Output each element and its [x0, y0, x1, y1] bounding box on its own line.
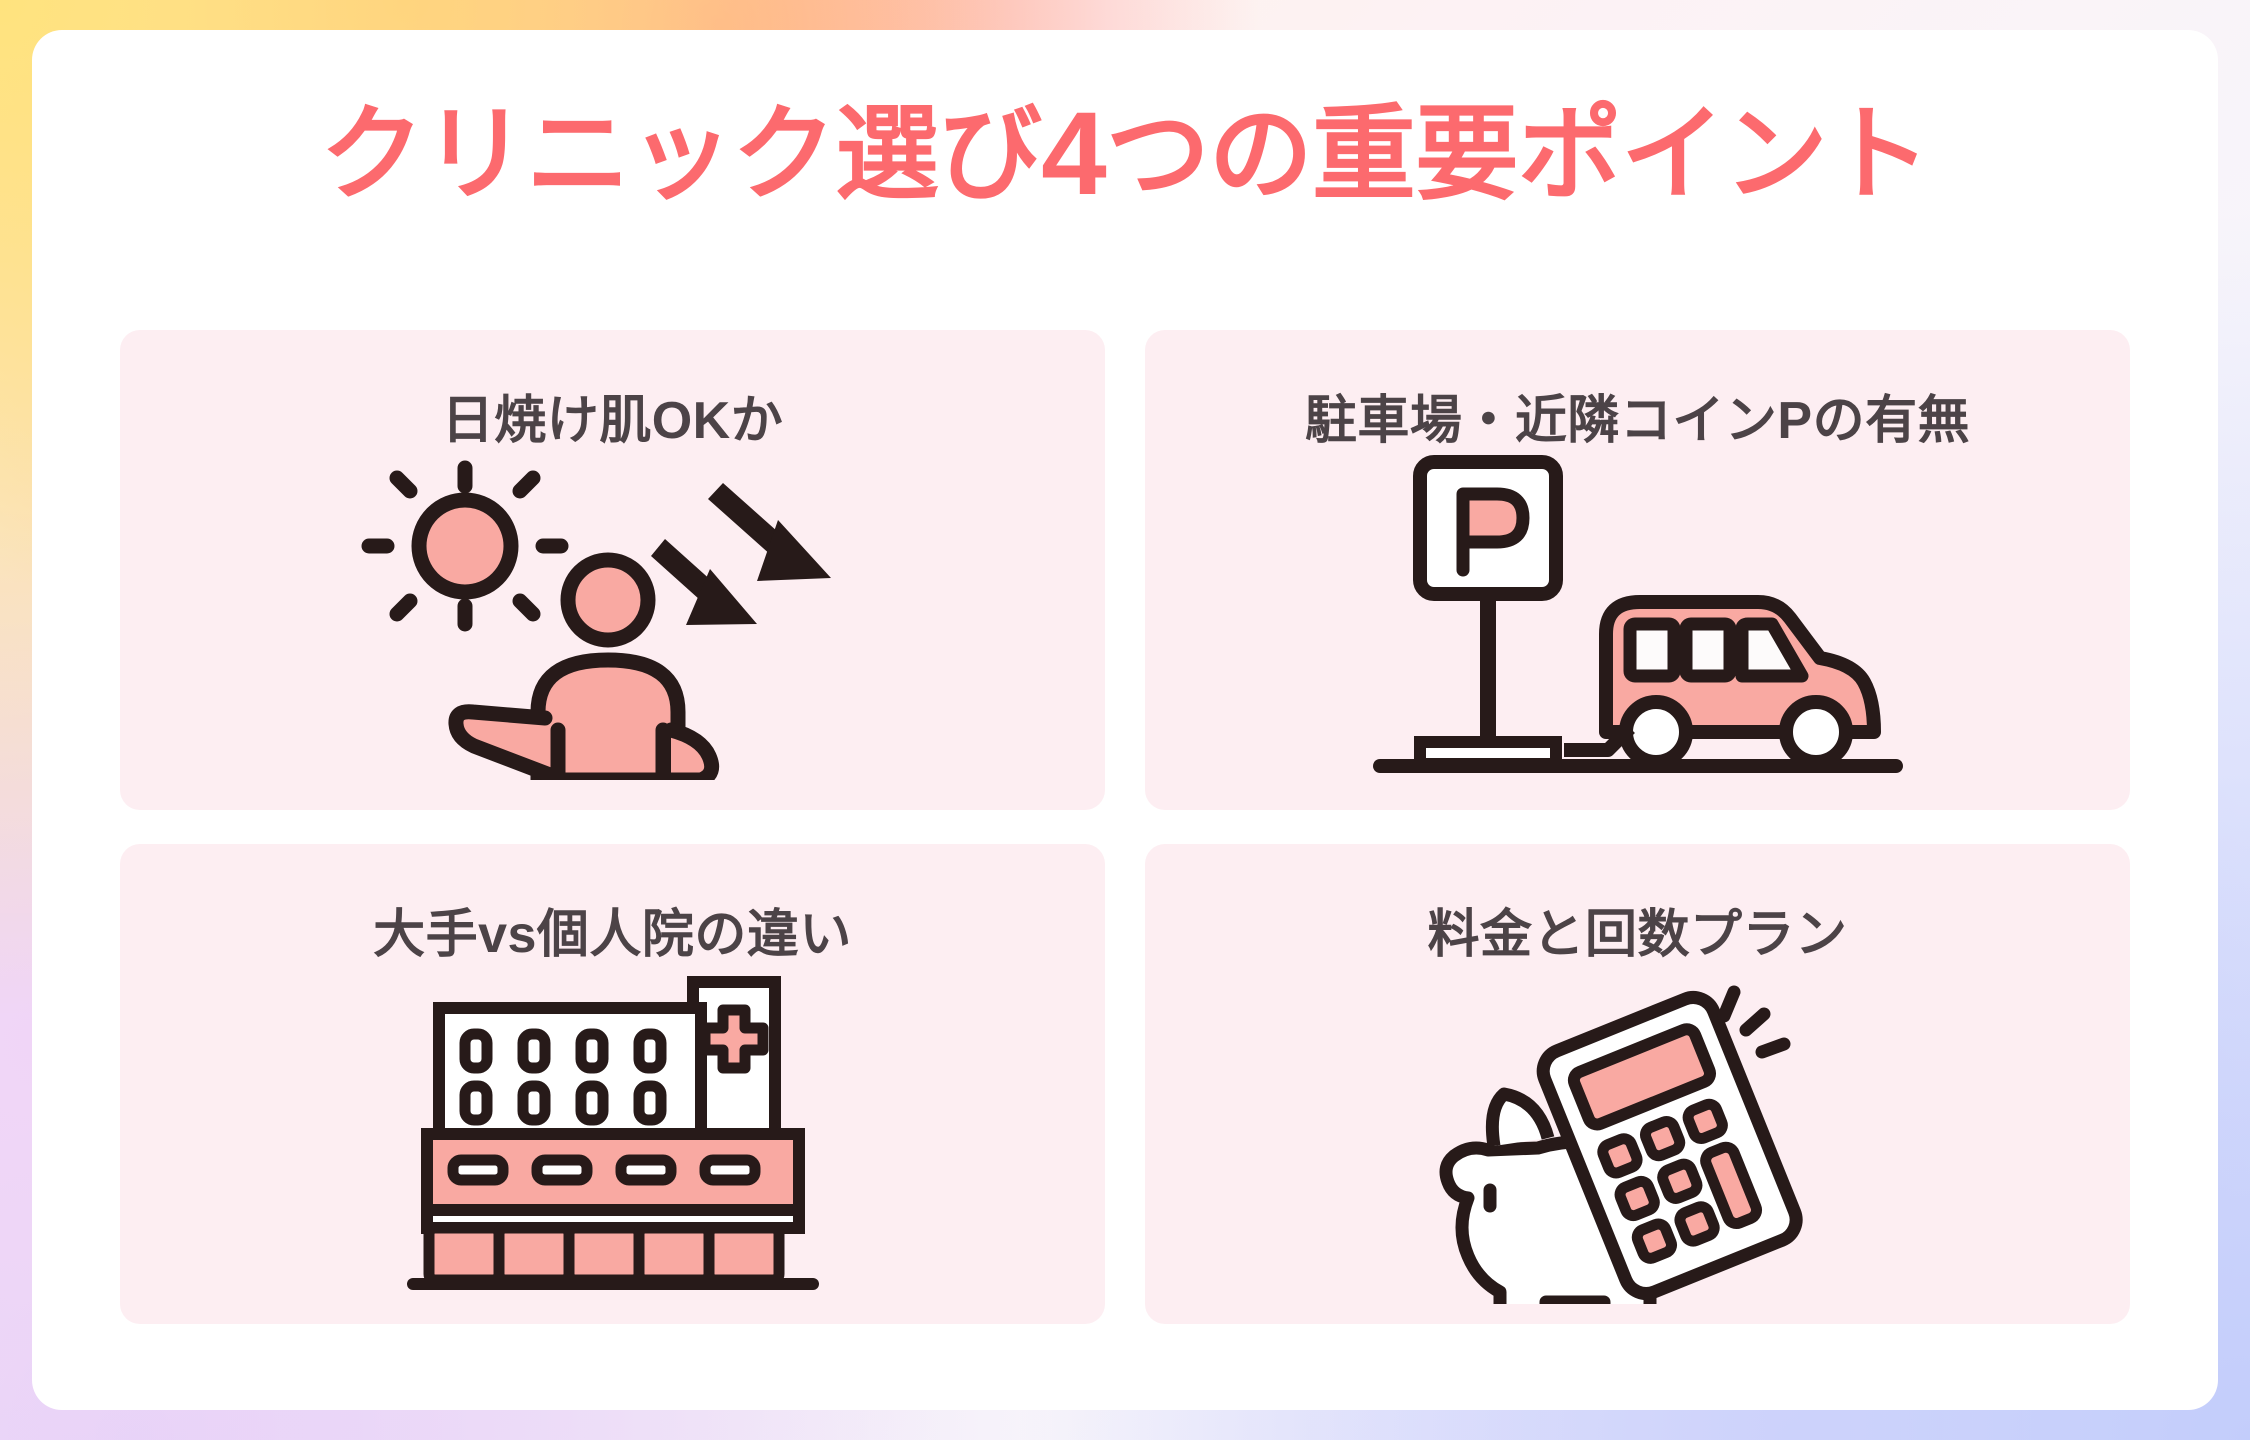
points-grid: 日焼け肌OKか: [120, 330, 2130, 1324]
calculator-icon: [1536, 990, 1803, 1300]
person-icon: [447, 552, 719, 780]
piggy-bank-and-calculator-icon: [1439, 985, 1803, 1304]
card-title-parking: 駐車場・近隣コインPの有無: [1304, 392, 1971, 450]
windows: [459, 1028, 666, 1126]
parking-sign-and-car-icon: [1372, 455, 1903, 773]
card-parking[interactable]: 駐車場・近隣コインPの有無: [1145, 330, 2130, 810]
card-clinic-type[interactable]: 大手vs個人院の違い: [120, 844, 1105, 1324]
calculator-display: [1567, 1023, 1716, 1131]
page-title-part-2: つの重要ポイント: [1105, 97, 1931, 213]
car-icon: [1563, 595, 1881, 769]
card-title-pricing: 料金と回数プラン: [1427, 906, 1848, 964]
card-title-clinic-type: 大手vs個人院の違い: [373, 906, 852, 964]
medical-cross-icon: [699, 1004, 768, 1074]
hospital-building-icon: [406, 976, 819, 1290]
card-art-pricing: [1145, 964, 2130, 1314]
page-title-number: 4: [1041, 88, 1107, 220]
card-art-sun-exposure: [120, 450, 1105, 800]
base-blocks: [423, 1222, 784, 1286]
page-title-part-1: クリニック選び: [320, 97, 1042, 213]
card-sun-exposure[interactable]: 日焼け肌OKか: [120, 330, 1105, 810]
calculator-buttons: [1596, 1098, 1762, 1264]
arrow-down-right-icon: [650, 539, 757, 625]
sun-and-person-icon: [361, 460, 831, 780]
card-pricing[interactable]: 料金と回数プラン: [1145, 844, 2130, 1324]
sparkle-icon: [1717, 985, 1790, 1059]
arrow-down-right-icon: [707, 483, 831, 581]
page-title: クリニック選び4つの重要ポイント: [0, 95, 2250, 213]
card-title-sun-exposure: 日焼け肌OKか: [441, 392, 784, 450]
sun-icon: [361, 460, 568, 632]
card-art-clinic-type: [120, 964, 1105, 1314]
card-art-parking: [1145, 450, 2130, 800]
parking-sign-icon: [1412, 455, 1563, 770]
entrance-slots: [447, 1154, 760, 1186]
